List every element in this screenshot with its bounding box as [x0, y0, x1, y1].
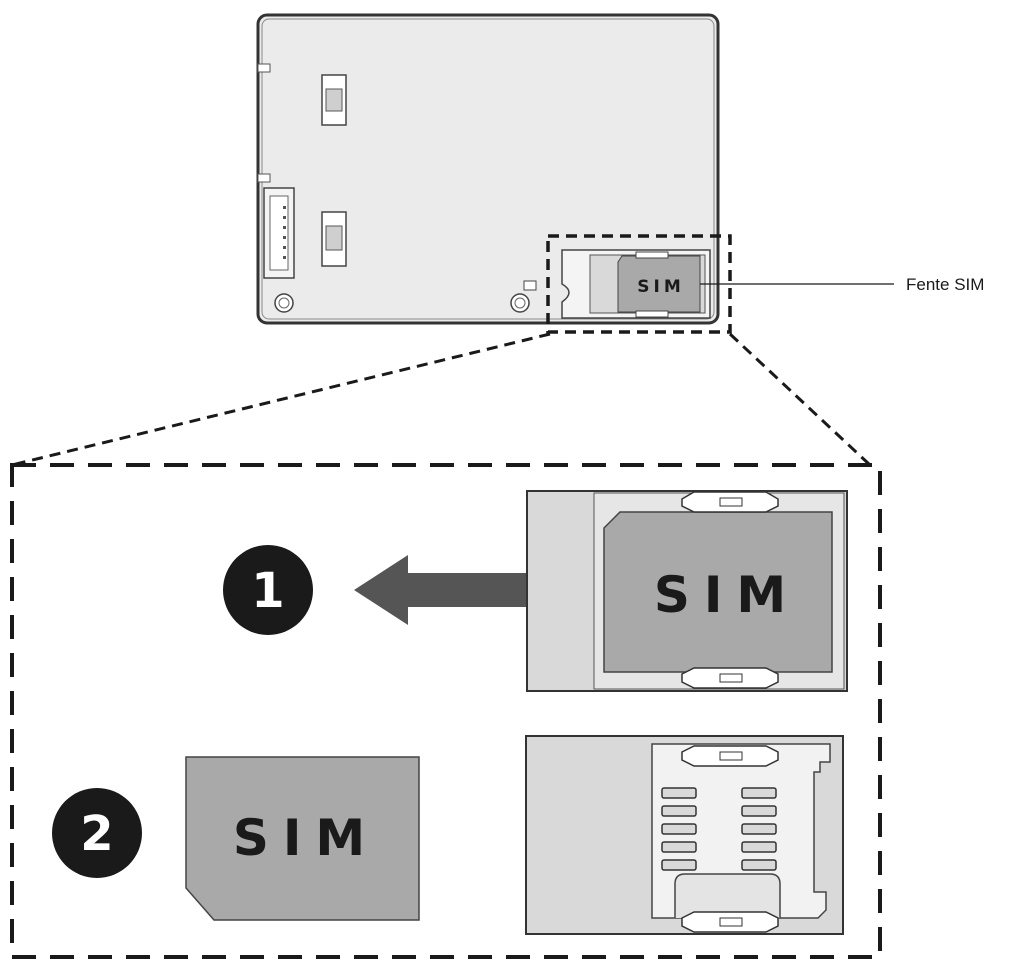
step-1-sim-holder: SIM: [526, 490, 848, 692]
board-left-tab-mid: [257, 173, 271, 183]
board-outline: [256, 13, 720, 325]
step-1: 1 SIM: [223, 490, 848, 692]
contact-pins-left: [661, 787, 697, 871]
step-2-badge: 2: [52, 788, 142, 878]
screw-hole-right: [510, 293, 530, 313]
small-component: [523, 280, 537, 291]
arrow-left-icon: [354, 555, 610, 625]
step-2: 2 SIM: [52, 735, 844, 935]
detail-frame: [10, 463, 882, 959]
step-1-badge: 1: [223, 545, 313, 635]
board-clip-lower: [321, 211, 347, 267]
board-clip-upper: [321, 74, 347, 126]
board-sim-slot: SIM: [561, 249, 711, 319]
board-left-tab-top: [257, 63, 271, 73]
zoom-line-right: [728, 332, 872, 467]
empty-sim-holder: [525, 735, 844, 935]
contact-pins-right: [741, 787, 777, 871]
numbered-circle-icon: [223, 545, 313, 635]
step-1-tray-clip-top: [681, 491, 779, 513]
step-1-number: 1: [251, 563, 284, 619]
numbered-circle-icon: [52, 788, 142, 878]
board-inner-edge: [261, 18, 715, 320]
empty-slot-notch: [674, 873, 781, 918]
step-2-number: 2: [80, 806, 113, 862]
empty-tray-clip-top: [681, 745, 779, 767]
callout-fente-sim: Fente SIM: [700, 275, 984, 294]
step-2-sim-card: [185, 756, 420, 921]
step-1-sim-label: SIM: [654, 566, 800, 624]
device-board: SIM: [256, 13, 732, 334]
zoom-line-left: [11, 332, 551, 467]
slot-highlight-box: [546, 234, 732, 334]
screw-hole-left: [274, 293, 294, 313]
empty-tray-clip-bottom: [681, 911, 779, 933]
board-sim-label: SIM: [637, 277, 685, 297]
step-2-sim-label: SIM: [233, 809, 379, 867]
callout-label: Fente SIM: [906, 275, 984, 294]
step-1-tray-clip-bottom: [681, 667, 779, 689]
board-connector: [263, 187, 295, 279]
